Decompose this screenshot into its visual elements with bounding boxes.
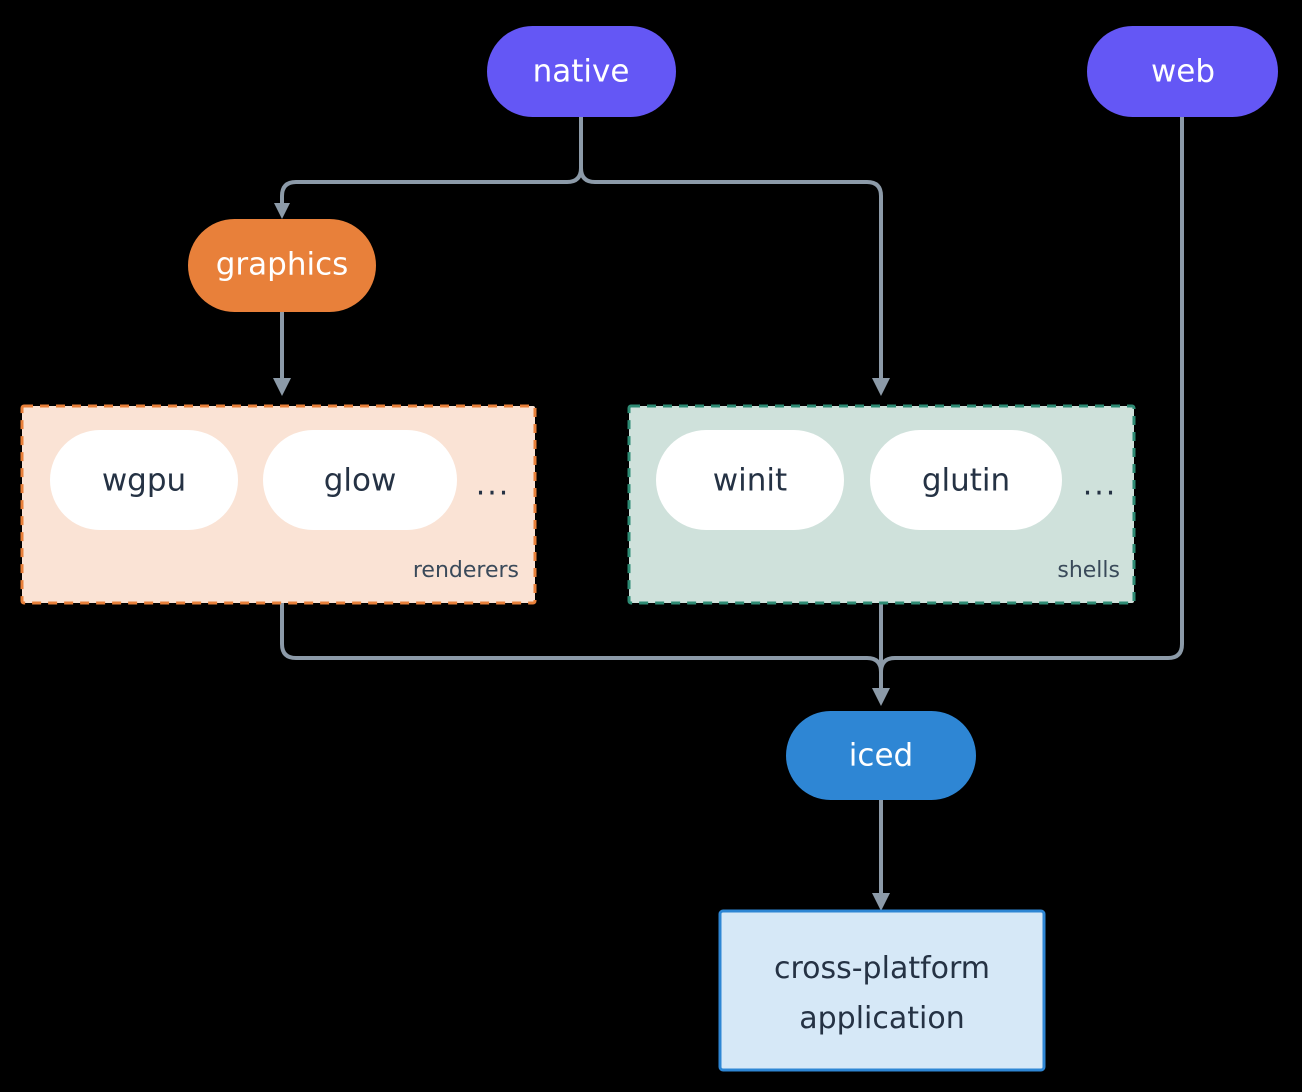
group-shells: winit glutin ... shells <box>627 404 1136 605</box>
renderers-overflow-ellipsis: ... <box>476 468 511 503</box>
arrowhead-merge-to-iced <box>872 688 890 706</box>
node-web[interactable]: web <box>1087 26 1278 117</box>
node-native-shape[interactable] <box>487 26 676 117</box>
renderer-label-glow: glow <box>324 463 397 499</box>
node-iced-shape[interactable] <box>786 711 976 800</box>
edge-native-to-graphics <box>280 114 583 207</box>
node-iced[interactable]: iced <box>786 711 976 800</box>
shells-overflow-ellipsis: ... <box>1083 468 1118 503</box>
shell-pill-glutin[interactable] <box>870 430 1062 530</box>
node-native[interactable]: native <box>487 26 676 117</box>
shell-label-winit: winit <box>713 463 787 499</box>
node-iced-label: iced <box>849 738 913 774</box>
renderer-pill-wgpu[interactable] <box>50 430 238 530</box>
arrowhead-iced-to-application <box>872 893 890 911</box>
group-renderers: wgpu glow ... renderers <box>20 404 537 605</box>
node-application-label-line-2: application <box>799 1001 964 1036</box>
renderer-pill-glow[interactable] <box>263 430 457 530</box>
edge-web-to-iced <box>879 114 1184 692</box>
node-application-label-line-1: cross-platform <box>774 951 990 986</box>
shell-label-glutin: glutin <box>922 463 1010 499</box>
edge-native-to-shells <box>579 114 883 382</box>
renderer-label-wgpu: wgpu <box>102 463 186 499</box>
arrowhead-graphics-to-renderers <box>273 378 291 396</box>
edge-renderers-to-iced <box>280 601 883 692</box>
group-caption-renderers: renderers <box>413 558 519 583</box>
node-graphics-shape[interactable] <box>188 219 376 312</box>
node-graphics[interactable]: graphics <box>188 219 376 312</box>
node-application[interactable]: cross-platform application <box>718 909 1046 1072</box>
node-web-shape[interactable] <box>1087 26 1278 117</box>
arrowhead-native-to-shells <box>872 378 890 396</box>
arrowhead-native-to-graphics <box>274 203 290 219</box>
node-application-shape[interactable] <box>718 909 1046 1072</box>
node-web-label: web <box>1151 54 1215 90</box>
node-native-label: native <box>533 54 630 90</box>
node-graphics-label: graphics <box>216 247 349 283</box>
edge-layer <box>273 114 1184 911</box>
shell-pill-winit[interactable] <box>656 430 844 530</box>
group-caption-shells: shells <box>1057 558 1120 583</box>
